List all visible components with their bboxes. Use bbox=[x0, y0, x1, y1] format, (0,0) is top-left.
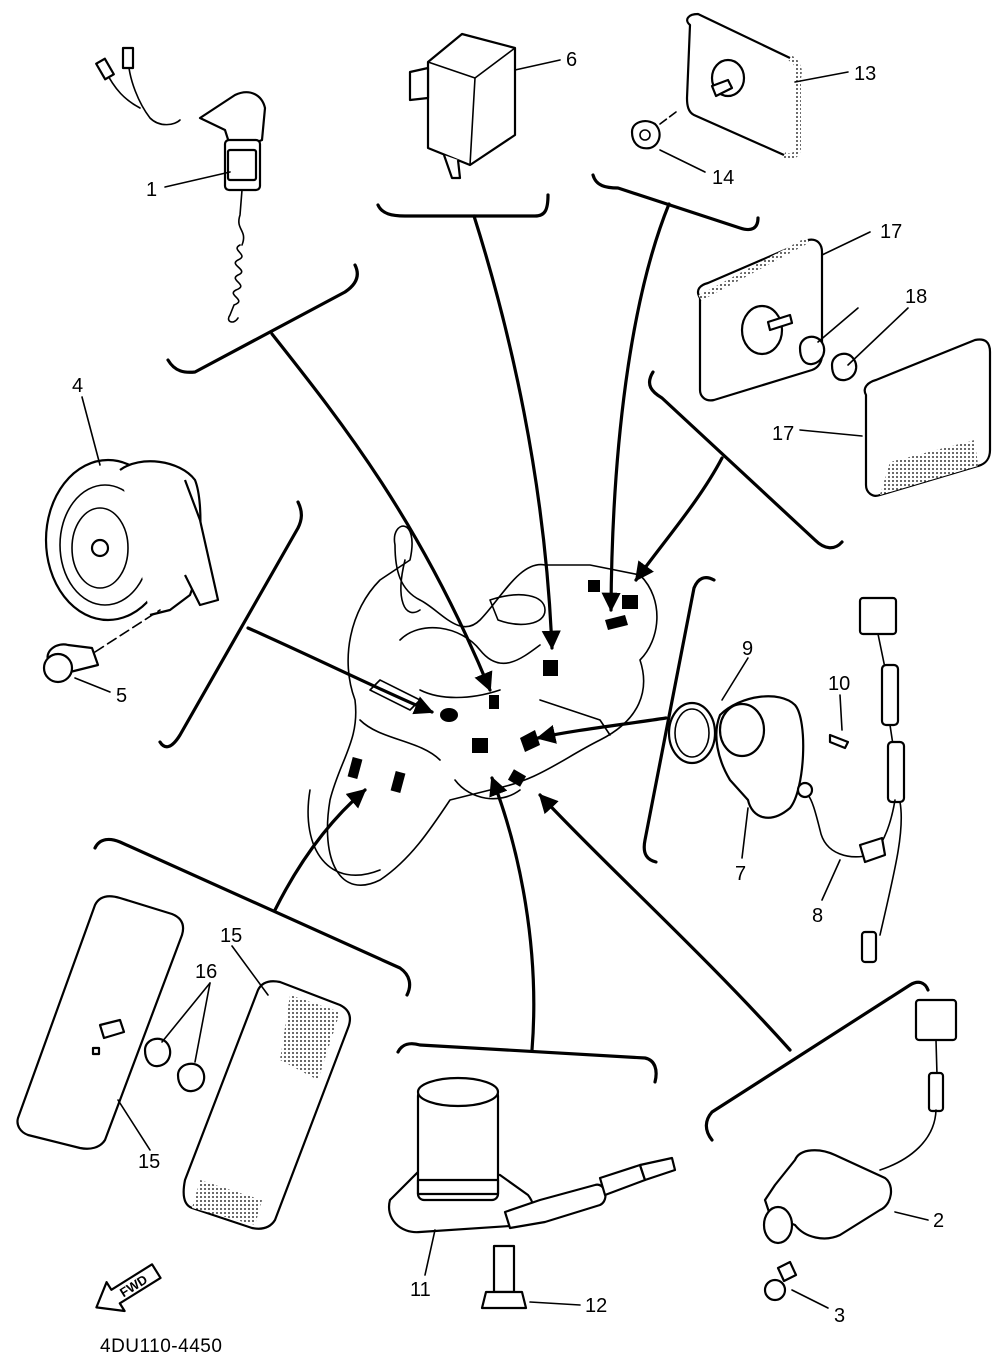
callout-15-top: 15 bbox=[220, 925, 242, 947]
side-reflector-part bbox=[696, 237, 992, 497]
callout-1: 1 bbox=[146, 179, 157, 201]
callout-17-bottom: 17 bbox=[772, 423, 794, 445]
callout-3: 3 bbox=[834, 1305, 845, 1327]
callout-14: 14 bbox=[712, 167, 734, 189]
callout-8: 8 bbox=[812, 905, 823, 927]
drawing-code: 4DU110-4450 bbox=[100, 1336, 222, 1357]
callout-numbers: 1 2 3 4 5 6 7 8 9 10 11 12 13 14 15 15 1… bbox=[72, 49, 944, 1327]
callout-11: 11 bbox=[410, 1279, 431, 1301]
callout-9: 9 bbox=[742, 638, 753, 660]
callout-17-top: 17 bbox=[880, 221, 902, 243]
engine-frame-sketch bbox=[307, 525, 658, 886]
callout-5: 5 bbox=[116, 685, 127, 707]
rear-reflector-part bbox=[630, 12, 802, 160]
forward-direction-marker: FWD bbox=[95, 1263, 162, 1313]
front-reflector-part bbox=[16, 895, 351, 1230]
callout-13: 13 bbox=[854, 63, 876, 85]
callout-16: 16 bbox=[195, 961, 217, 983]
group-brackets bbox=[93, 173, 930, 1142]
sensor-assembly-part bbox=[667, 596, 906, 964]
callout-12: 12 bbox=[585, 1295, 607, 1317]
horn-part bbox=[42, 458, 220, 684]
callout-4: 4 bbox=[72, 375, 83, 397]
callout-10: 10 bbox=[828, 673, 850, 695]
relay-part bbox=[408, 32, 517, 180]
callout-7: 7 bbox=[735, 863, 746, 885]
pump-unit-part bbox=[387, 1076, 677, 1310]
callout-6: 6 bbox=[566, 49, 577, 71]
neutral-switch-part bbox=[95, 46, 267, 323]
callout-leaders bbox=[74, 59, 929, 1309]
callout-18: 18 bbox=[905, 286, 927, 308]
sender-unit-part bbox=[762, 998, 958, 1302]
callout-2: 2 bbox=[933, 1210, 944, 1232]
callout-15-bottom: 15 bbox=[138, 1151, 160, 1173]
